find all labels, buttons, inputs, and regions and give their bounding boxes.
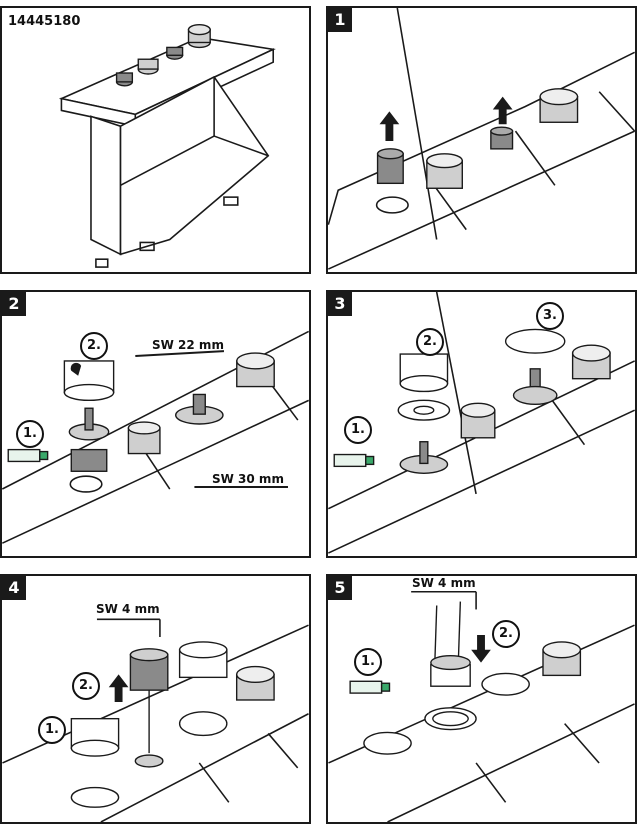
step-4-badge: 4 xyxy=(2,576,26,600)
step-5-drawing xyxy=(328,590,635,822)
step-3-drawing xyxy=(328,292,635,554)
step-3-callout-1: 1. xyxy=(344,416,372,444)
step-4-callout-1: 1. xyxy=(38,716,66,744)
rough-in-body-drawing xyxy=(58,24,276,268)
step-5-callout-2: 2. xyxy=(492,620,520,648)
wrench-sw30-label: SW 30 mm xyxy=(212,472,284,486)
step-3-callout-2: 2. xyxy=(416,328,444,356)
step-3-badge: 3 xyxy=(328,292,352,316)
step-5-callout-1: 1. xyxy=(354,648,382,676)
step-3-panel: 3 1. 2. 3. xyxy=(326,290,637,558)
step-2-callout-1: 1. xyxy=(16,420,44,448)
step-1-panel: 1 xyxy=(326,6,637,274)
step-5-badge: 5 xyxy=(328,576,352,600)
overview-panel: 14445180 xyxy=(0,6,311,274)
part-number: 14445180 xyxy=(8,14,81,29)
step-3-callout-3: 3. xyxy=(536,302,564,330)
wrench-sw22-label: SW 22 mm xyxy=(152,338,224,352)
hex-key-sw4-label: SW 4 mm xyxy=(96,602,160,616)
step-5-panel: 5 SW 4 mm 1. 2. xyxy=(326,574,637,824)
step-4-callout-2: 2. xyxy=(72,672,100,700)
step-1-badge: 1 xyxy=(328,8,352,32)
step-2-panel: 2 1. 2. SW 22 xyxy=(0,290,311,558)
step-2-drawing xyxy=(2,330,309,544)
step-1-drawing xyxy=(328,8,635,270)
step-4-drawing xyxy=(2,618,309,822)
step-2-callout-2: 2. xyxy=(80,332,108,360)
step-4-panel: 4 SW 4 mm 1. 2. xyxy=(0,574,311,824)
hex-key-sw4-label-step5: SW 4 mm xyxy=(412,576,476,590)
step-2-badge: 2 xyxy=(2,292,26,316)
